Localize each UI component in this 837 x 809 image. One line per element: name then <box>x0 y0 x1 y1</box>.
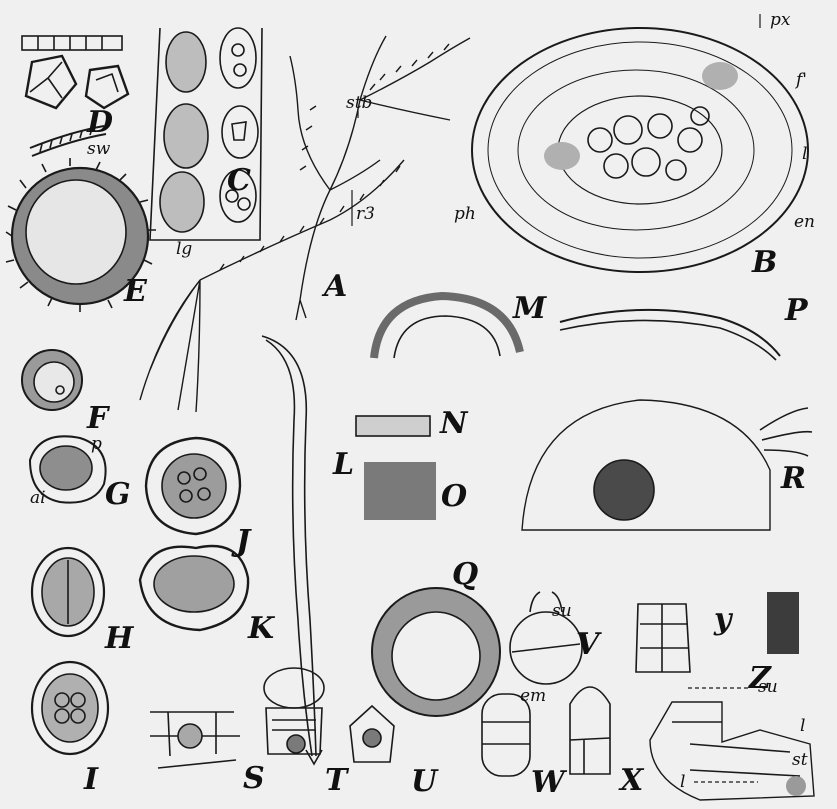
figure-r-drawing <box>522 400 812 530</box>
figure-label-k: K <box>248 614 274 644</box>
figure-label-t: T <box>325 766 347 796</box>
annotation-px: px <box>770 12 790 29</box>
annotation-ai: ai <box>30 490 46 507</box>
figure-d-drawing <box>22 36 128 108</box>
annotation-l-z2: l <box>680 774 685 791</box>
figure-y-drawing <box>636 604 690 672</box>
annotation-sw: sw <box>87 141 110 158</box>
figure-label-p: P <box>785 296 808 326</box>
figure-label-m: M <box>513 294 546 324</box>
annotation-l-b: l <box>802 146 807 163</box>
figure-i-drawing <box>32 662 108 754</box>
figure-y-inset-drawing <box>767 592 799 654</box>
figure-u-drawing <box>350 706 394 762</box>
annotation-em: em <box>520 688 546 705</box>
figure-label-n: N <box>440 409 467 439</box>
figure-o-drawing <box>364 462 436 520</box>
figure-label-y: y <box>714 605 731 635</box>
annotation-st: st <box>792 752 808 769</box>
figure-q-drawing <box>372 588 500 716</box>
figure-label-j: J <box>236 527 250 557</box>
annotation-su-z: su <box>758 679 778 696</box>
figure-label-g: G <box>105 480 131 510</box>
figure-p-drawing <box>560 310 780 360</box>
figure-b-drawing <box>472 28 808 272</box>
figure-label-w: W <box>531 768 565 798</box>
annotation-p: p <box>91 436 102 453</box>
figure-label-h: H <box>105 624 133 654</box>
figure-l-drawing <box>262 336 322 764</box>
figure-c-drawing <box>150 28 262 240</box>
figure-label-l: L <box>333 450 354 480</box>
figure-label-q: Q <box>452 560 478 590</box>
figure-f-drawing <box>22 350 82 410</box>
figure-n-drawing <box>356 416 430 436</box>
annotation-r3: r3 <box>356 206 375 223</box>
figure-label-a: A <box>324 272 347 302</box>
figure-z-drawing <box>650 702 814 800</box>
annotation-l-z1: l <box>800 718 805 735</box>
figure-j-drawing <box>146 438 240 534</box>
annotation-f-prime: f' <box>796 72 807 89</box>
figure-label-r: R <box>781 464 806 494</box>
figure-w-drawing <box>482 694 530 776</box>
annotation-en: en <box>794 214 815 231</box>
figure-s-drawing <box>150 712 240 768</box>
figure-label-e: E <box>124 277 147 307</box>
annotation-ph: ph <box>454 206 476 223</box>
figure-label-c: C <box>227 166 251 196</box>
figure-m-drawing <box>374 296 520 358</box>
figure-k-drawing <box>140 546 248 630</box>
figure-label-i: I <box>84 765 98 795</box>
figure-label-v: V <box>576 630 599 660</box>
annotation-stb: stb <box>346 95 372 112</box>
figure-label-b: B <box>752 248 777 278</box>
figure-label-d: D <box>87 108 113 138</box>
figure-label-u: U <box>411 767 437 797</box>
figure-label-f: F <box>87 404 108 434</box>
figure-h-drawing <box>32 548 104 636</box>
figure-x-drawing <box>570 687 610 774</box>
annotation-lg: lg <box>176 241 192 258</box>
figure-label-o: O <box>441 482 467 512</box>
figure-label-x: X <box>620 766 643 796</box>
annotation-su-v: su <box>552 603 572 620</box>
figure-label-s: S <box>243 764 265 794</box>
